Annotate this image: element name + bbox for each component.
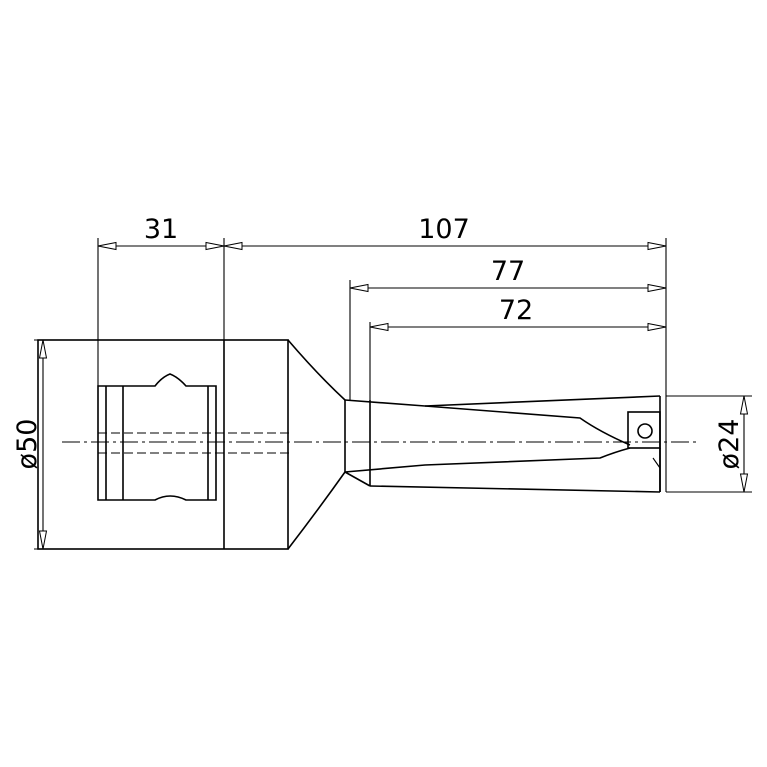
- dim-arrow: [38, 530, 48, 550]
- lower-body-edge: [369, 485, 661, 493]
- taper-upper: [287, 339, 346, 401]
- shank-outline: [37, 339, 289, 550]
- insert-outline: [627, 411, 661, 449]
- dim-arrow: [739, 395, 749, 415]
- insert-screw-icon: [637, 423, 653, 439]
- dim-arrow: [205, 241, 225, 251]
- dim-arrow: [223, 241, 243, 251]
- dim-arrow: [349, 283, 369, 293]
- dim-arrow: [97, 241, 117, 251]
- lower-body-joint: [344, 471, 371, 487]
- dimension-72: 72: [369, 295, 667, 332]
- shank-flat: [97, 373, 217, 501]
- taper: [287, 339, 346, 550]
- dim-arrow: [369, 322, 389, 332]
- upper-body-edge: [424, 395, 661, 407]
- dim-arrow: [38, 339, 48, 359]
- flat-outline: [97, 373, 217, 501]
- dim-text-77: 77: [491, 256, 525, 287]
- shank: [37, 339, 289, 550]
- dim-arrow: [739, 473, 749, 493]
- dimension-dia24: ø24: [714, 395, 749, 493]
- dim-text-72: 72: [499, 295, 533, 326]
- dim-text-dia24: ø24: [714, 419, 745, 470]
- lower-flute-edge: [344, 447, 631, 473]
- extension-lines: [34, 238, 752, 550]
- insert-detail-line: [652, 457, 661, 469]
- dimension-107: 107: [223, 214, 667, 251]
- dimension-dia50: ø50: [12, 339, 48, 550]
- upper-flute-edge: [344, 399, 631, 446]
- dim-text-dia50: ø50: [12, 419, 43, 470]
- dimension-31: 31: [97, 214, 225, 251]
- taper-lower: [287, 471, 346, 550]
- dim-text-107: 107: [418, 214, 470, 245]
- dim-arrow: [647, 241, 667, 251]
- insert: [627, 396, 661, 492]
- dim-arrow: [647, 283, 667, 293]
- dim-arrow: [647, 322, 667, 332]
- drill-body: [344, 395, 661, 493]
- dimension-77: 77: [349, 256, 667, 293]
- dim-text-31: 31: [144, 214, 178, 245]
